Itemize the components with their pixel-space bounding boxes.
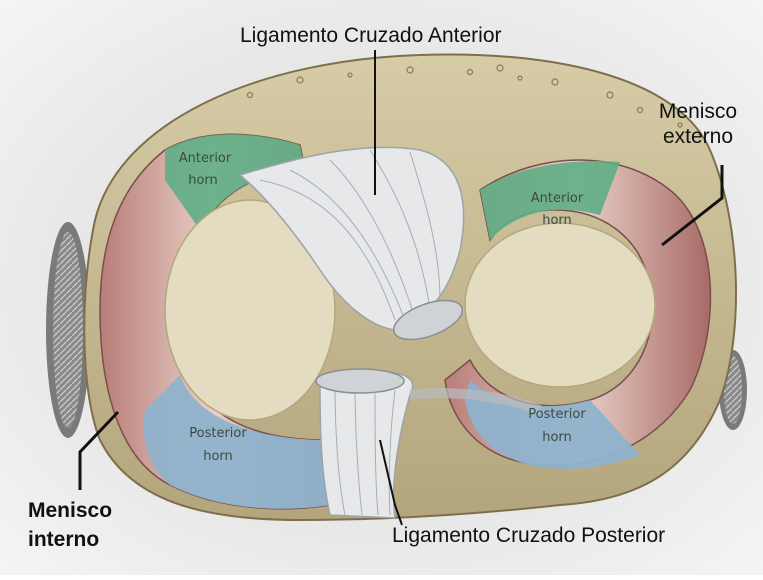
acl-ligament [238,146,465,341]
left-anterior-horn [165,134,305,230]
right-posterior-horn-label-2: horn [542,430,572,445]
lateral-meniscus-label-line-2: externo [662,125,734,148]
lateral-meniscus-label: Menisco externo [652,99,744,149]
medial-meniscus-label-line-2: interno [28,528,100,551]
medial-cartilage [164,199,336,421]
right-anterior-horn-label-2: horn [542,213,572,228]
lateral-cartilage [464,222,656,388]
right-anterior-horn [480,160,620,240]
pcl-label: Ligamento Cruzado Posterior [392,524,666,547]
medial-meniscus-label-line-1: Menisco [28,499,113,522]
left-anterior-horn-label-1: Anterior [179,151,232,166]
right-posterior-horn-label-1: Posterior [528,407,586,422]
medial-meniscus-label: Menisco interno [28,496,112,554]
lateral-meniscus-label-line-1: Menisco [658,100,738,123]
pcl-leader-line [379,439,403,526]
acl-label: Ligamento Cruzado Anterior [240,24,502,47]
left-posterior-horn [143,375,330,509]
left-anterior-horn-label-2: horn [188,173,218,188]
left-posterior-horn-label-2: horn [203,449,233,464]
left-capsule-cut [46,222,90,438]
right-anterior-horn-label-1: Anterior [531,191,584,206]
left-posterior-horn-label-1: Posterior [189,426,247,441]
plateau-texture-dots [246,64,683,128]
medial-meniscus-leader-line [78,410,120,490]
lateral-meniscus-leader-line [661,165,724,247]
lateral-meniscus [444,159,712,467]
